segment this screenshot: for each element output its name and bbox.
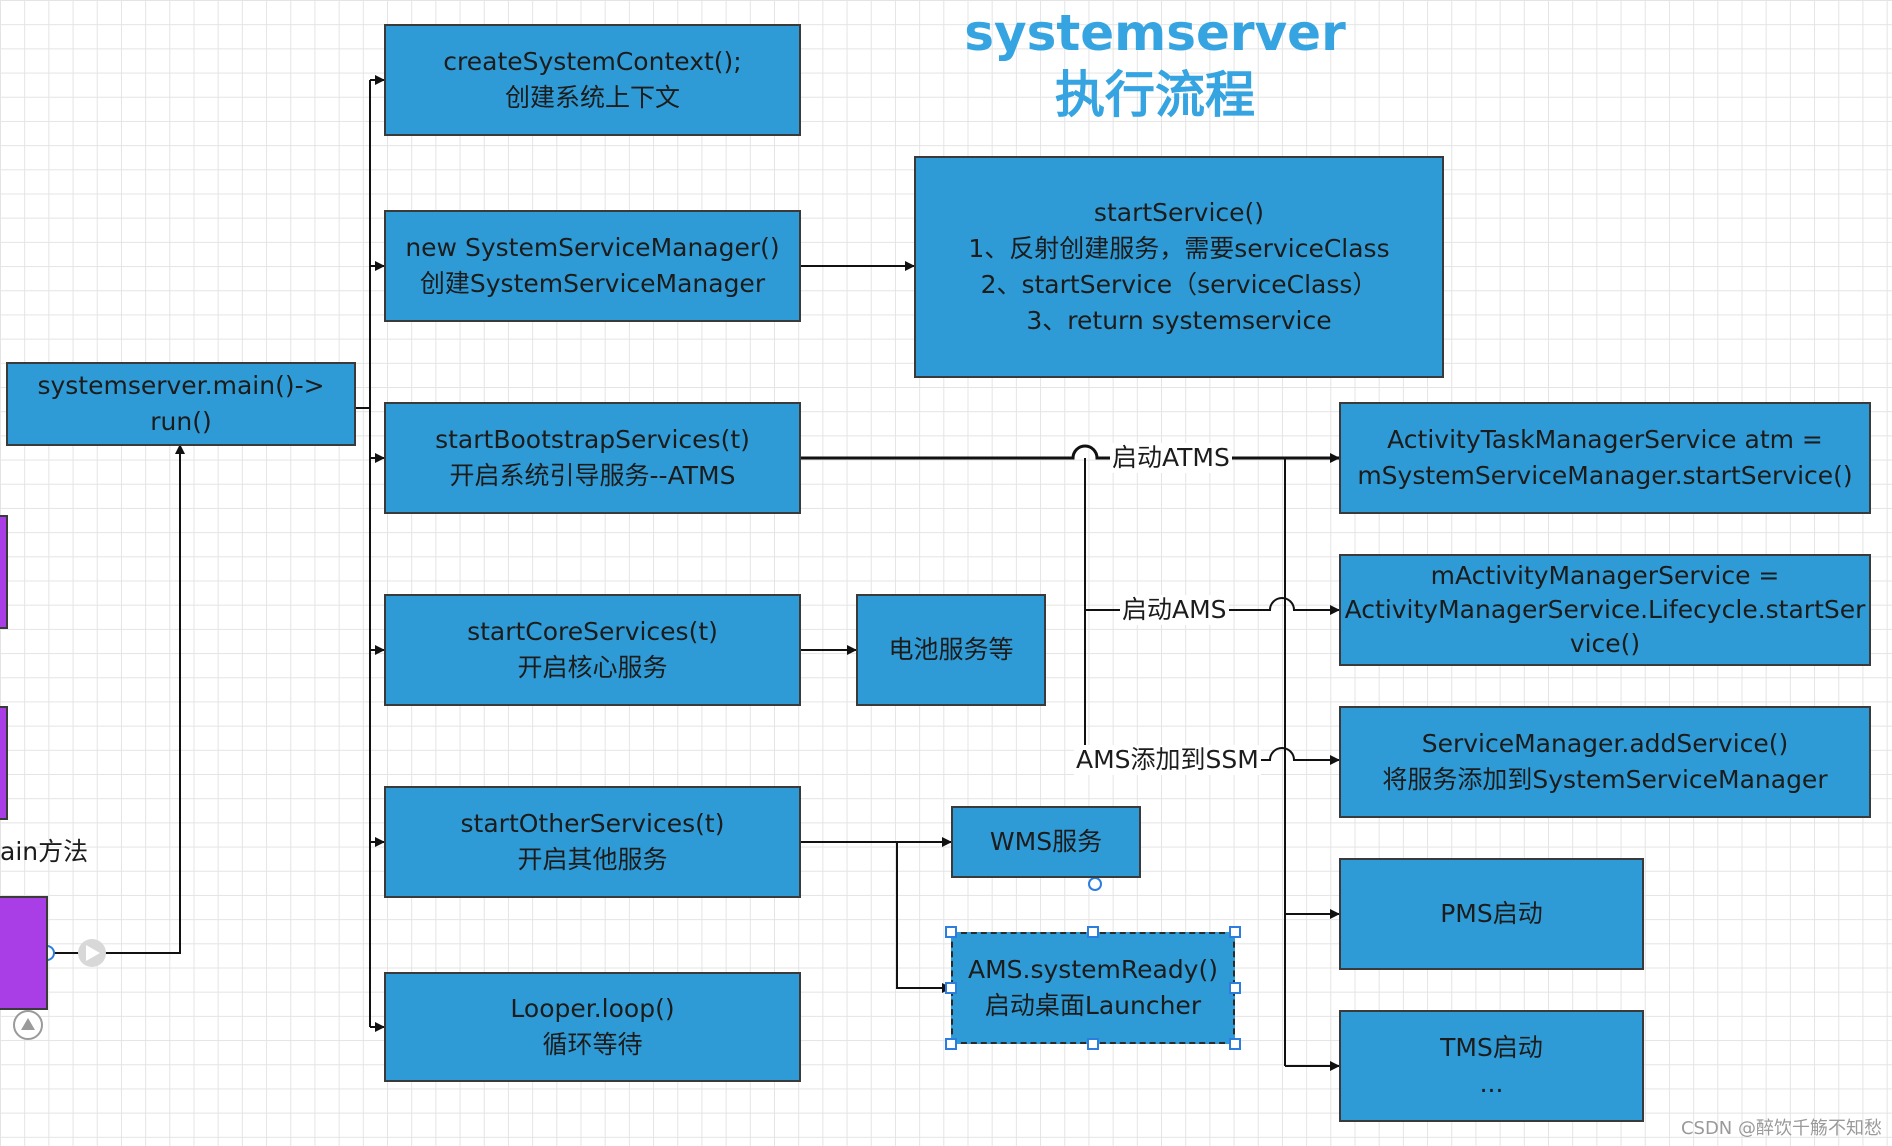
node-line: ... xyxy=(1479,1069,1504,1098)
node-line: AMS.systemReady() xyxy=(968,955,1218,984)
node-start-bootstrap-services[interactable]: startBootstrapServices(t) 开启系统引导服务--ATMS xyxy=(384,402,801,514)
node-pms[interactable]: PMS启动 xyxy=(1339,858,1644,970)
node-line: 开启其他服务 xyxy=(517,845,668,874)
node-line: PMS启动 xyxy=(1440,899,1543,928)
node-service-manager-add[interactable]: ServiceManager.addService() 将服务添加到System… xyxy=(1339,706,1871,818)
resize-handle-w[interactable] xyxy=(945,982,957,994)
node-atms[interactable]: ActivityTaskManagerService atm = mSystem… xyxy=(1339,402,1871,514)
node-line: 创建SystemServiceManager xyxy=(419,269,766,298)
purple-node-1[interactable] xyxy=(0,515,8,629)
node-line: startCoreServices(t) xyxy=(467,617,718,646)
node-battery-service[interactable]: 电池服务等 xyxy=(856,594,1046,706)
resize-handle-e[interactable] xyxy=(1229,982,1241,994)
node-wms-service[interactable]: WMS服务 xyxy=(951,806,1141,878)
edge-other-amsready xyxy=(896,842,952,993)
node-ams-system-ready[interactable]: AMS.systemReady() 启动桌面Launcher xyxy=(951,932,1235,1044)
resize-handle-nw[interactable] xyxy=(945,926,957,938)
node-line: 启动桌面Launcher xyxy=(984,991,1202,1020)
edge-branch-ssm xyxy=(1085,747,1340,765)
node-line: ActivityManagerService.Lifecycle.startSe… xyxy=(1344,595,1866,624)
node-line: 电池服务等 xyxy=(888,635,1014,664)
resize-handle-sw[interactable] xyxy=(945,1038,957,1050)
node-tms[interactable]: TMS启动 ... xyxy=(1339,1010,1644,1122)
resize-handle-se[interactable] xyxy=(1229,1038,1241,1050)
node-ams[interactable]: mActivityManagerService = ActivityManage… xyxy=(1339,554,1871,666)
node-line: 2、startService（serviceClass） xyxy=(980,270,1378,299)
edge-bootstrap-atms xyxy=(801,444,1340,463)
node-line: 1、反射创建服务，需要serviceClass xyxy=(968,234,1390,263)
node-start-service[interactable]: startService() 1、反射创建服务，需要serviceClass 2… xyxy=(914,156,1444,378)
title-line-1: systemserver xyxy=(964,4,1346,62)
node-line: 开启核心服务 xyxy=(517,653,668,682)
node-start-other-services[interactable]: startOtherServices(t) 开启其他服务 xyxy=(384,786,801,898)
node-line: startOtherServices(t) xyxy=(460,809,725,838)
wms-anchor-icon xyxy=(1088,877,1102,891)
purple-node-2[interactable] xyxy=(0,706,8,820)
edge-label-start-atms: 启动ATMS xyxy=(1110,443,1232,473)
node-line: Looper.loop() xyxy=(510,994,675,1023)
edge-purple-to-main xyxy=(50,444,185,954)
watermark: CSDN @醉饮千觞不知愁 xyxy=(1680,1118,1882,1139)
title-line-2: 执行流程 xyxy=(1055,66,1255,124)
resize-handle-ne[interactable] xyxy=(1229,926,1241,938)
resize-handle-s[interactable] xyxy=(1087,1038,1099,1050)
up-triangle-icon xyxy=(21,1018,35,1030)
node-line: new SystemServiceManager() xyxy=(405,233,780,262)
node-line: systemserver.main()-> xyxy=(37,371,325,400)
resize-handle-n[interactable] xyxy=(1087,926,1099,938)
node-line: run() xyxy=(150,407,212,436)
node-line: 循环等待 xyxy=(542,1030,643,1059)
node-looper-loop[interactable]: Looper.loop() 循环等待 xyxy=(384,972,801,1082)
purple-node-main[interactable] xyxy=(0,896,48,1010)
node-line: createSystemContext(); xyxy=(443,47,742,76)
node-line: mSystemServiceManager.startService() xyxy=(1357,461,1853,490)
node-line: startBootstrapServices(t) xyxy=(435,425,750,454)
node-line: 创建系统上下文 xyxy=(504,83,680,112)
node-line: 将服务添加到SystemServiceManager xyxy=(1382,765,1828,794)
node-line: 开启系统引导服务--ATMS xyxy=(449,461,736,490)
node-line: WMS服务 xyxy=(989,827,1103,856)
node-new-system-service-manager[interactable]: new SystemServiceManager() 创建SystemServi… xyxy=(384,210,801,322)
node-line: ServiceManager.addService() xyxy=(1421,729,1789,758)
edge-label-start-ams: 启动AMS xyxy=(1120,595,1229,625)
edge-label-ams-to-ssm: AMS添加到SSM xyxy=(1074,745,1261,775)
node-line: mActivityManagerService = xyxy=(1430,561,1780,590)
edge-branch-ams xyxy=(1085,597,1340,615)
node-line: vice() xyxy=(1569,629,1641,658)
node-line: 3、return systemservice xyxy=(1026,306,1332,335)
node-line: startService() xyxy=(1093,198,1265,227)
node-line: TMS启动 xyxy=(1440,1033,1543,1062)
play-triangle-icon xyxy=(86,945,100,961)
node-line: ActivityTaskManagerService atm = xyxy=(1387,425,1823,454)
node-main-run[interactable]: systemserver.main()-> run() xyxy=(6,362,356,446)
node-create-system-context[interactable]: createSystemContext(); 创建系统上下文 xyxy=(384,24,801,136)
main-method-label: ain方法 xyxy=(0,837,89,866)
node-start-core-services[interactable]: startCoreServices(t) 开启核心服务 xyxy=(384,594,801,706)
diagram-title: systemserver 执行流程 xyxy=(960,2,1350,126)
